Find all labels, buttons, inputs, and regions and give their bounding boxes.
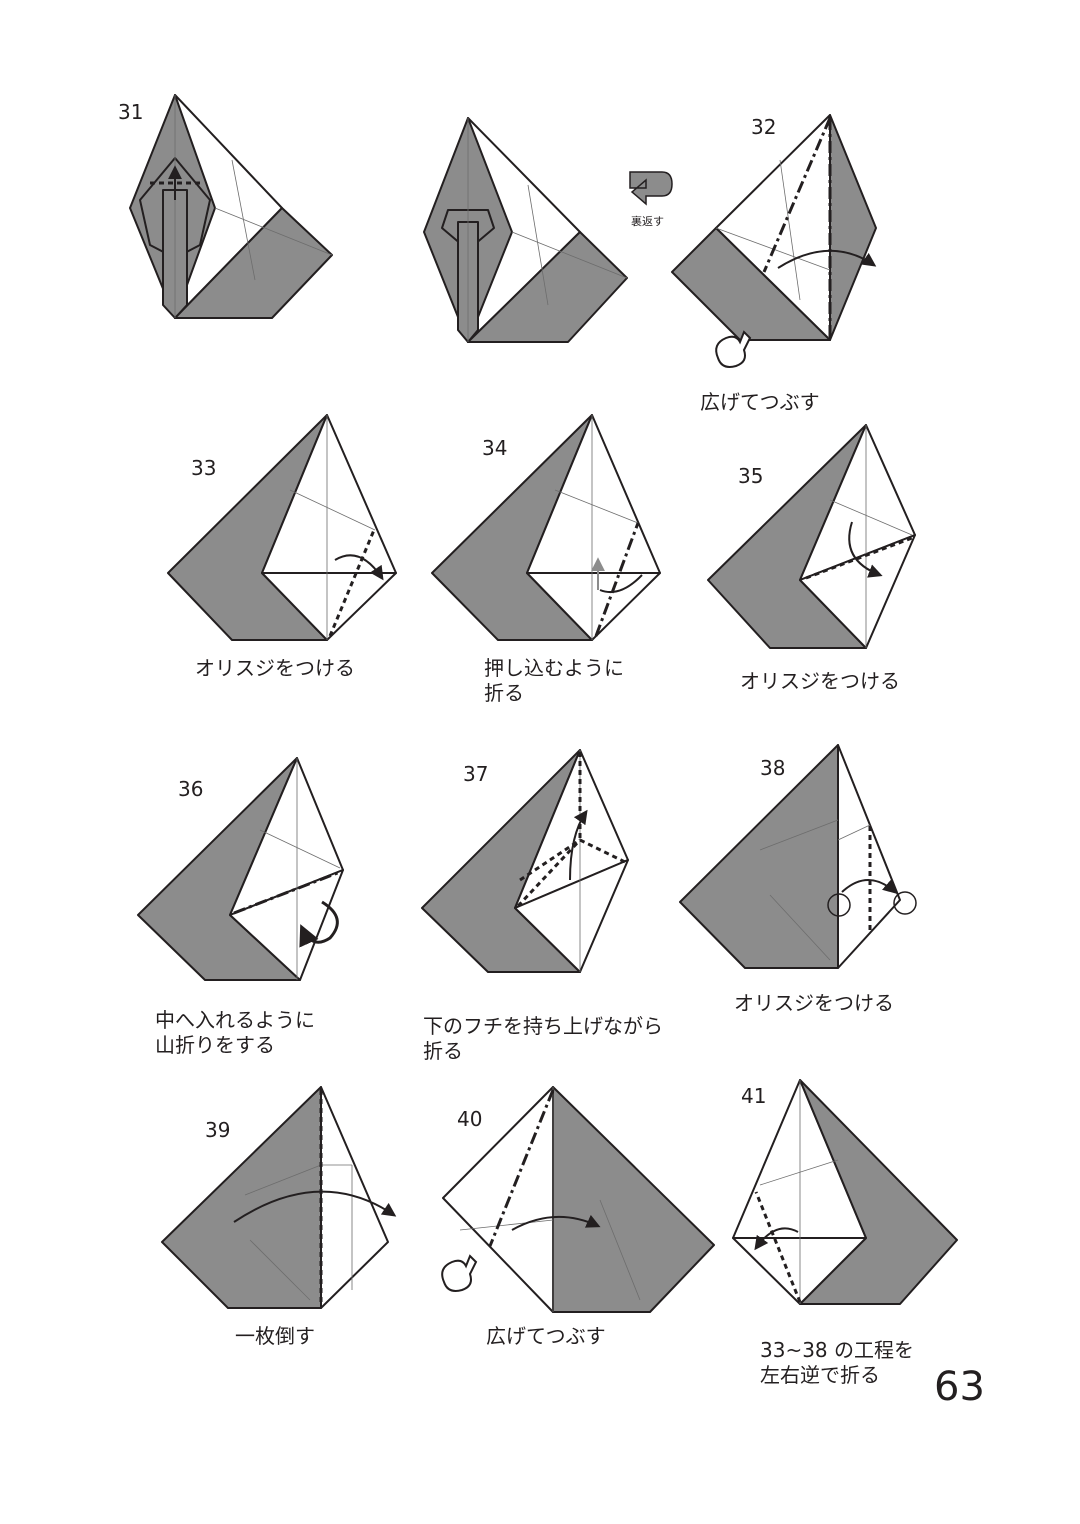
step-41-diagram bbox=[732, 1079, 958, 1305]
step-caption: 一枚倒す bbox=[235, 1324, 315, 1348]
step-31b-diagram bbox=[423, 117, 628, 343]
step-number: 33 bbox=[191, 456, 217, 480]
step-34-diagram bbox=[431, 414, 661, 641]
step-number: 35 bbox=[738, 464, 764, 488]
step-33-diagram bbox=[167, 414, 397, 641]
step-37-diagram bbox=[421, 749, 629, 973]
step-32-diagram bbox=[671, 114, 877, 368]
step-number: 37 bbox=[463, 762, 489, 786]
page-number: 63 bbox=[934, 1364, 985, 1410]
step-number: 36 bbox=[178, 777, 204, 801]
step-number: 32 bbox=[751, 115, 777, 139]
step-caption: オリスジをつける bbox=[734, 991, 894, 1015]
flip-over-icon bbox=[629, 171, 673, 206]
step-number: 39 bbox=[205, 1118, 231, 1142]
step-40-diagram bbox=[441, 1086, 715, 1313]
step-35-diagram bbox=[707, 424, 916, 649]
step-39-diagram bbox=[161, 1086, 397, 1309]
step-caption: 中へ入れるように山折りをする bbox=[155, 1008, 315, 1057]
step-caption: 下のフチを持ち上げながら折る bbox=[423, 1014, 663, 1063]
step-36-diagram bbox=[137, 757, 344, 981]
step-caption: オリスジをつける bbox=[740, 669, 900, 693]
step-caption: オリスジをつける bbox=[195, 656, 355, 680]
step-caption: 押し込むように折る bbox=[484, 656, 624, 705]
push-hand-icon bbox=[715, 330, 752, 368]
step-caption: 広げてつぶす bbox=[700, 390, 820, 414]
step-number: 34 bbox=[482, 436, 508, 460]
step-caption: 33~38 の工程を左右逆で折る bbox=[760, 1338, 915, 1387]
step-number: 31 bbox=[118, 100, 144, 124]
step-caption: 広げてつぶす bbox=[486, 1324, 606, 1348]
step-31-diagram bbox=[129, 94, 333, 319]
step-number: 41 bbox=[741, 1084, 767, 1108]
flip-label: 裏返す bbox=[631, 215, 664, 228]
step-38-diagram bbox=[679, 744, 917, 969]
step-number: 38 bbox=[760, 756, 786, 780]
push-hand-icon bbox=[441, 1254, 478, 1292]
step-number: 40 bbox=[457, 1107, 483, 1131]
